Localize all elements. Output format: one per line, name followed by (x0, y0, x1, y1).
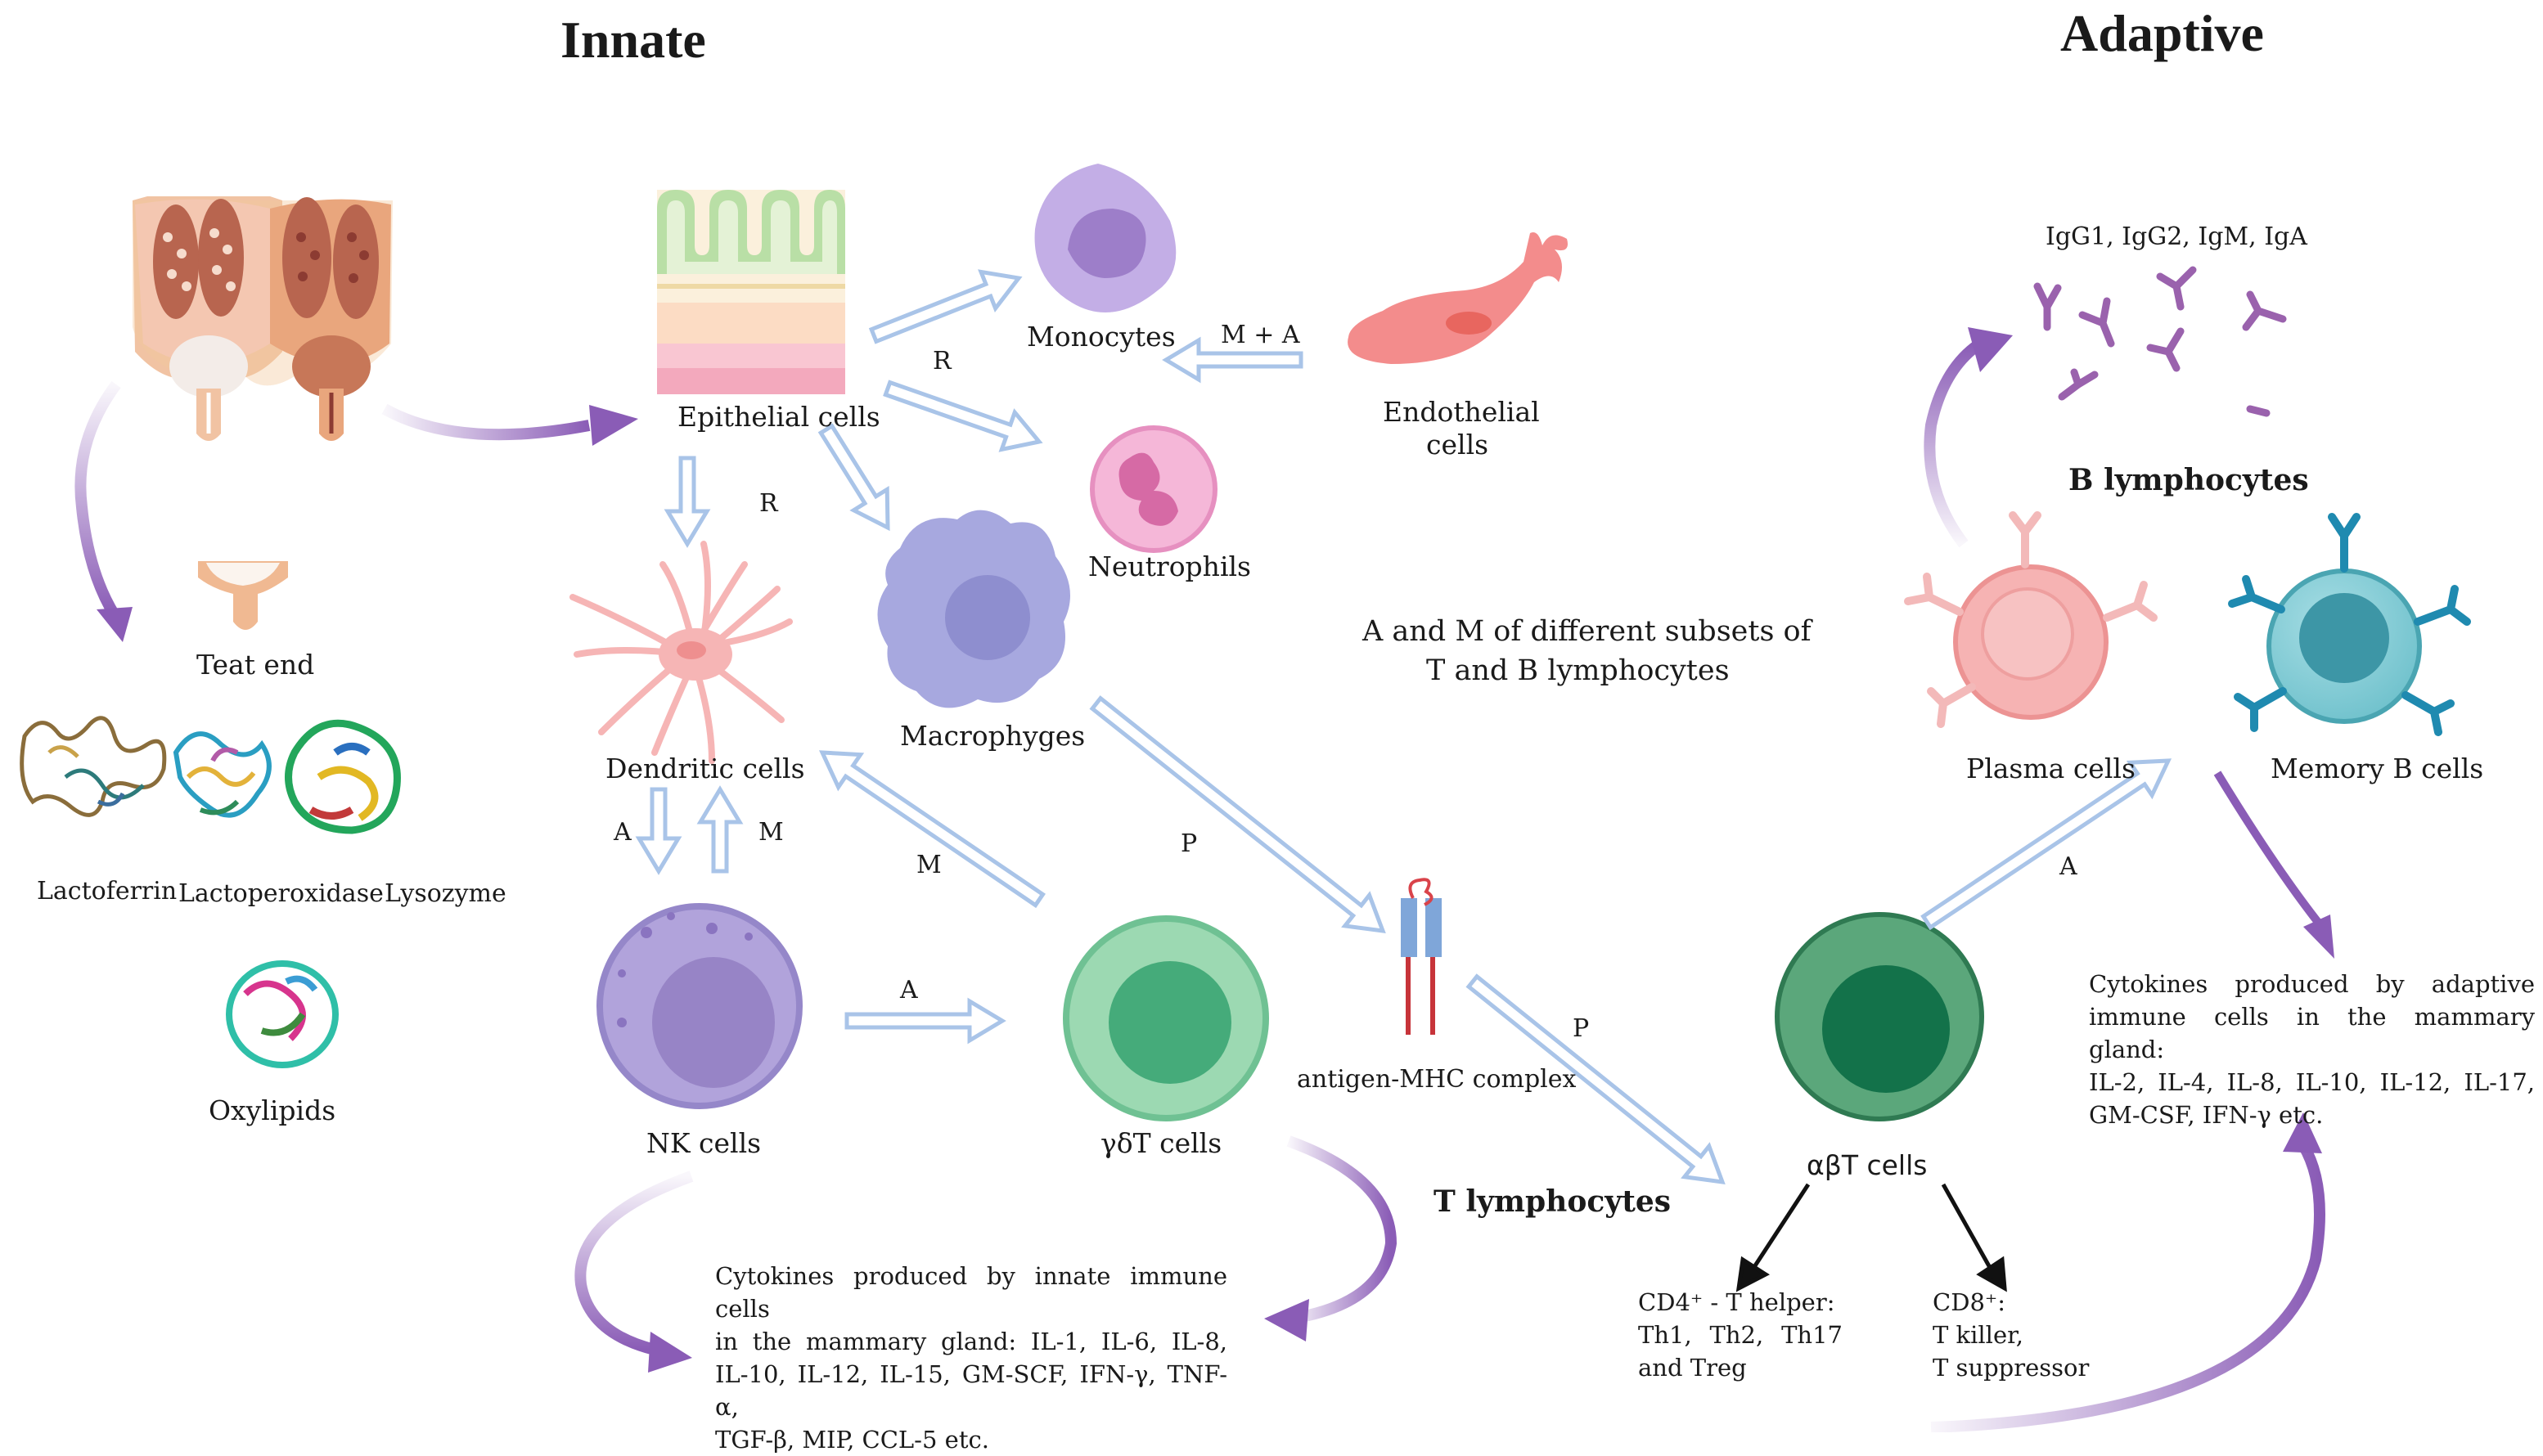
adaptive-cytokines-note: Cytokines produced by adaptive immune ce… (2089, 968, 2535, 1131)
cd4-note: CD4⁺ - T helper: Th1, Th2, Th17 and Treg (1638, 1286, 1843, 1384)
label-dendritic: Dendritic cells (605, 753, 805, 784)
cd8-line-2: T killer, (1933, 1321, 2024, 1349)
udder-illustration (133, 196, 393, 441)
label-teat-end: Teat end (196, 649, 315, 681)
arrow-label-a-nk-gdt: A (900, 976, 918, 1004)
adaptive-cytokines-line-4: GM-CSF, IFN-γ etc. (2089, 1101, 2324, 1129)
arrow-nk-dendritic-up (696, 785, 744, 874)
neutrophil-illustration (1090, 425, 1217, 553)
label-endothelial-1: Endothelial (1383, 396, 1540, 428)
nk-cell-illustration (596, 903, 803, 1109)
dendritic-nucleus (677, 641, 706, 659)
innate-cytokines-line-1: Cytokines produced by innate immune cell… (715, 1262, 1227, 1323)
heading-adaptive: Adaptive (2060, 4, 2264, 62)
antigen-mhc-illustration (1401, 878, 1442, 1035)
arrow-epithelial-neutrophils (883, 380, 1043, 452)
plasma-cell-illustration (1953, 564, 2109, 720)
cd4-line-1: CD4⁺ - T helper: (1638, 1288, 1835, 1316)
macrophage-illustration (877, 510, 1070, 708)
hollow-arrow-layer (635, 269, 2172, 1185)
label-abt: αβT cells (1807, 1149, 1928, 1181)
arrow-label-a-plasma: A (2059, 852, 2077, 881)
innate-cytokines-line-4: TGF-β, MIP, CCL-5 etc. (715, 1426, 989, 1454)
arrow-nk-dendritic-down (635, 787, 682, 875)
lactoferrin-structure (20, 716, 167, 817)
adaptive-cytokines-line-2: immune cells in the mammary gland: (2089, 1003, 2535, 1063)
label-plasma: Plasma cells (1966, 753, 2136, 784)
innate-cytokines-line-3: IL-10, IL-12, IL-15, GM-SCF, IFN-γ, TNF-… (715, 1360, 1227, 1421)
label-neutrophils: Neutrophils (1088, 550, 1251, 582)
cd8-note: CD8⁺: T killer, T suppressor (1933, 1286, 2113, 1384)
arrow-label-r-dendritic: R (759, 489, 778, 518)
plasma-antibodies (1904, 511, 2158, 728)
arrow-label-a-nk: A (614, 818, 632, 847)
epithelial-illustration (657, 190, 845, 394)
endothelial-illustration (1348, 232, 1568, 364)
heading-innate: Innate (560, 11, 706, 69)
label-oxylipids: Oxylipids (209, 1094, 336, 1126)
arrow-mhc-abt (1465, 973, 1726, 1185)
arrow-label-p-abt: P (1573, 1014, 1590, 1043)
arrow-label-m-gdt: M (916, 851, 942, 879)
arrow-head (97, 607, 133, 642)
innate-cytokines-note: Cytokines produced by innate immune cell… (715, 1260, 1227, 1456)
label-lactoperoxidase: Lactoperoxidase (178, 879, 384, 908)
arrow-nk-gdt (844, 997, 1006, 1045)
arrow-epithelial-monocytes (868, 269, 1023, 344)
label-nk: NK cells (646, 1127, 762, 1159)
arrow-label-p-gdt: P (1181, 829, 1198, 858)
adaptive-cytokines-line-1: Cytokines produced by adaptive (2089, 970, 2535, 998)
arrow-label-m-plus-a: M + A (1221, 321, 1300, 349)
arrow-gdt-dendritic (818, 750, 1046, 909)
arrow-endothelial-monocytes (1162, 336, 1303, 384)
arrow-abt-plasma (1920, 758, 2172, 931)
label-lysozyme: Lysozyme (385, 879, 506, 908)
teat-end-illustration (198, 561, 288, 630)
monocyte-illustration (1034, 164, 1177, 312)
label-macrophages: Macrophyges (900, 720, 1086, 752)
abt-cell-illustration (1775, 912, 1984, 1121)
purple-flow-arrows (74, 327, 2334, 1432)
cd4-line-3: and Treg (1638, 1354, 1747, 1382)
lactoperoxidase-structure (173, 731, 272, 818)
cd4-line-2: Th1, Th2, Th17 (1638, 1321, 1843, 1349)
cd8-line-3: T suppressor (1933, 1354, 2090, 1382)
innate-cytokines-line-2: in the mammary gland: IL-1, IL-6, IL-8, (715, 1328, 1227, 1355)
label-immunoglobulins: IgG1, IgG2, IgM, IgA (2046, 222, 2307, 251)
arrow-epithelial-dendritic (664, 456, 711, 548)
arrow-macrophages-mhc (1089, 695, 1386, 934)
note-subsets-2: T and B lymphocytes (1426, 654, 1730, 687)
memory-b-illustration (2266, 568, 2422, 724)
adaptive-cytokines-line-3: IL-2, IL-4, IL-8, IL-10, IL-12, IL-17, (2089, 1068, 2535, 1096)
label-memory-b: Memory B cells (2271, 753, 2484, 784)
note-subsets-1: A and M of different subsets of (1362, 615, 1812, 648)
label-epithelial: Epithelial cells (677, 401, 880, 433)
label-monocytes: Monocytes (1027, 321, 1176, 353)
memory-antibodies (2228, 513, 2471, 736)
label-endothelial-2: cells (1426, 429, 1489, 461)
arrow-epithelial-macrophages (817, 423, 890, 532)
label-b-lymphocytes: B lymphocytes (2068, 463, 2309, 497)
arrow-label-m-nk: M (758, 818, 784, 847)
lysozyme-structure (285, 719, 401, 834)
label-gdt: γδT cells (1100, 1127, 1222, 1159)
arrow-label-r-monocytes: R (933, 347, 952, 375)
immunoglobulin-cluster (2033, 266, 2287, 417)
black-arrows (1735, 1183, 2007, 1292)
cd8-line-1: CD8⁺: (1933, 1288, 2005, 1316)
oxylipids-structure (226, 960, 339, 1068)
label-antigen-mhc: antigen-MHC complex (1297, 1065, 1577, 1094)
gdt-cell-illustration (1063, 915, 1269, 1121)
label-lactoferrin: Lactoferrin (37, 877, 178, 906)
label-t-lymphocytes: T lymphocytes (1434, 1184, 1672, 1219)
